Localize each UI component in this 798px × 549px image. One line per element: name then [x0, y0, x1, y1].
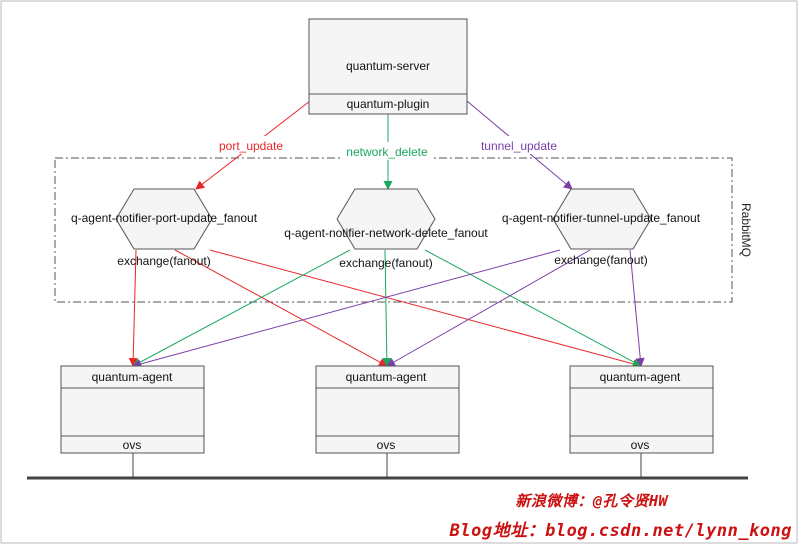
network-delete-label: network_delete [346, 145, 428, 159]
exchange-tunnel-update-type: exchange(fanout) [554, 253, 647, 267]
quantum-agent-node-1: quantum-agent ovs [60, 365, 205, 454]
agent-1-title: quantum-agent [92, 370, 173, 384]
network-fanout-to-agent-2 [382, 249, 392, 367]
rabbitmq-label: RabbitMQ [739, 203, 753, 257]
blog-credit: Blog地址：blog.csdn.net/lynn_kong [449, 521, 792, 541]
agent-1-ovs: ovs [123, 438, 142, 452]
exchange-tunnel-update-name: q-agent-notifier-tunnel-update_fanout [502, 211, 701, 225]
agent-2-ovs: ovs [377, 438, 396, 452]
network-fanout-to-agent-3 [424, 249, 642, 367]
port-update-label: port_update [219, 139, 283, 153]
weibo-credit: 新浪微博：@孔令贤HW [515, 492, 668, 510]
agent-2-title: quantum-agent [346, 370, 427, 384]
tunnel-update-label: tunnel_update [481, 139, 557, 153]
exchange-network-delete-type: exchange(fanout) [339, 256, 432, 270]
quantum-server-node: quantum-server quantum-plugin [308, 18, 468, 115]
quantum-agent-node-2: quantum-agent ovs [315, 365, 460, 454]
exchange-network-delete-name: q-agent-notifier-network-delete_fanout [284, 226, 488, 240]
port-fanout-to-agent-3 [209, 249, 642, 369]
agent-3-ovs: ovs [631, 438, 650, 452]
exchange-network-delete: q-agent-notifier-network-delete_fanout e… [284, 188, 488, 270]
exchange-port-update-name: q-agent-notifier-port-update_fanout [71, 211, 258, 225]
quantum-agent-node-3: quantum-agent ovs [569, 365, 714, 454]
tunnel-fanout-to-agent-3 [629, 249, 645, 367]
exchange-port-update: q-agent-notifier-port-update_fanout exch… [71, 188, 258, 268]
port-fanout-to-agent-1 [128, 249, 138, 367]
quantum-plugin-label: quantum-plugin [347, 97, 430, 111]
tunnel-fanout-to-agent-1 [132, 249, 561, 369]
network-fanout-to-agent-1 [132, 249, 351, 367]
exchange-port-update-type: exchange(fanout) [117, 254, 210, 268]
tunnel-fanout-to-agent-2 [386, 249, 591, 367]
agent-3-title: quantum-agent [600, 370, 681, 384]
port-fanout-to-agent-2 [174, 249, 388, 367]
exchange-tunnel-update: q-agent-notifier-tunnel-update_fanout ex… [502, 188, 701, 267]
quantum-server-title: quantum-server [346, 59, 430, 73]
